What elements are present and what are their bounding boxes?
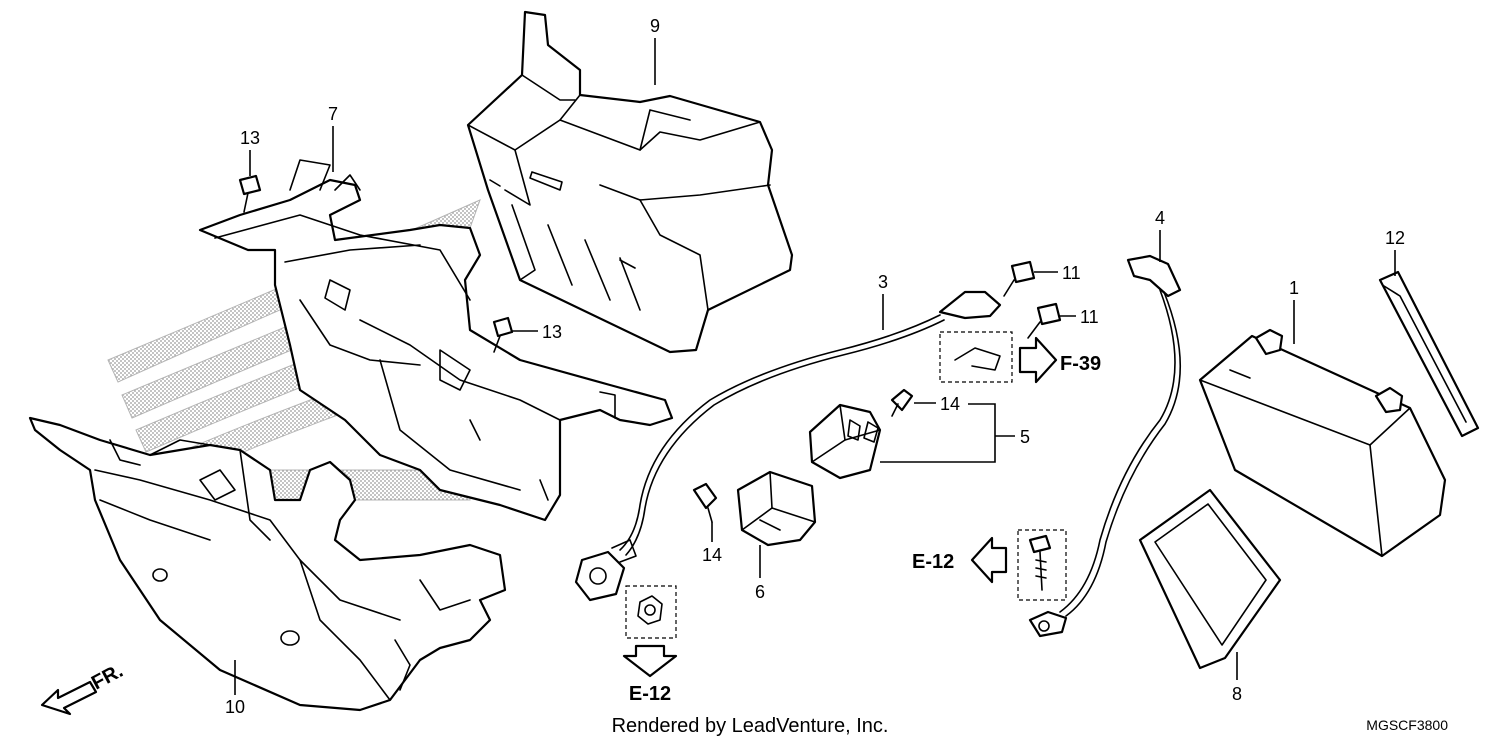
ref-e12-bottom-group (622, 585, 678, 678)
front-arrow-icon (40, 680, 98, 716)
part-7-bracket (198, 159, 674, 522)
callout-6: 6 (755, 582, 765, 602)
ref-f39-group (939, 331, 1058, 384)
diagram-code: MGSCF3800 (1366, 717, 1448, 733)
callout-12: 12 (1385, 228, 1405, 248)
part-13-bolt-upper (238, 174, 262, 213)
callout-9: 9 (650, 16, 660, 36)
ref-e12-bottom-label: E-12 (629, 683, 671, 705)
part-5-starter-relay (808, 403, 882, 480)
part-14-fuse-upper (890, 388, 914, 417)
callout-14-lower: 14 (702, 545, 722, 565)
part-12-battery-band (1378, 270, 1480, 438)
part-11-bolt-upper (1003, 260, 1036, 297)
callout-13-upper: 13 (240, 128, 260, 148)
part-14-fuse-lower (692, 482, 718, 523)
part-6-fuse-box (736, 470, 817, 547)
callout-8: 8 (1232, 684, 1242, 704)
callout-5: 5 (1020, 427, 1030, 447)
part-8-battery-mat (1138, 488, 1282, 670)
part-1-battery (1198, 328, 1447, 558)
callout-1: 1 (1289, 278, 1299, 298)
part-9-battery-case (466, 10, 794, 354)
ref-e12-right-group (970, 529, 1067, 601)
callout-11-lower: 11 (1080, 307, 1099, 327)
callout-14-upper: 14 (940, 394, 960, 414)
callout-10: 10 (225, 697, 245, 717)
part-13-bolt-lower (492, 316, 514, 353)
callout-4: 4 (1155, 208, 1165, 228)
ref-e12-right-label: E-12 (912, 551, 954, 573)
part-3-battery-cable (574, 290, 1002, 602)
callout-11-upper: 11 (1062, 263, 1081, 283)
footer-credit: Rendered by LeadVenture, Inc. (612, 715, 889, 737)
ref-f39-label: F-39 (1060, 353, 1101, 375)
part-10-under-cover (28, 416, 507, 712)
callout-13-lower: 13 (542, 322, 562, 342)
callout-3: 3 (878, 272, 888, 292)
part-11-bolt-lower (1027, 302, 1062, 339)
part-4-negative-cable (1028, 254, 1182, 638)
callout-7: 7 (328, 104, 338, 124)
